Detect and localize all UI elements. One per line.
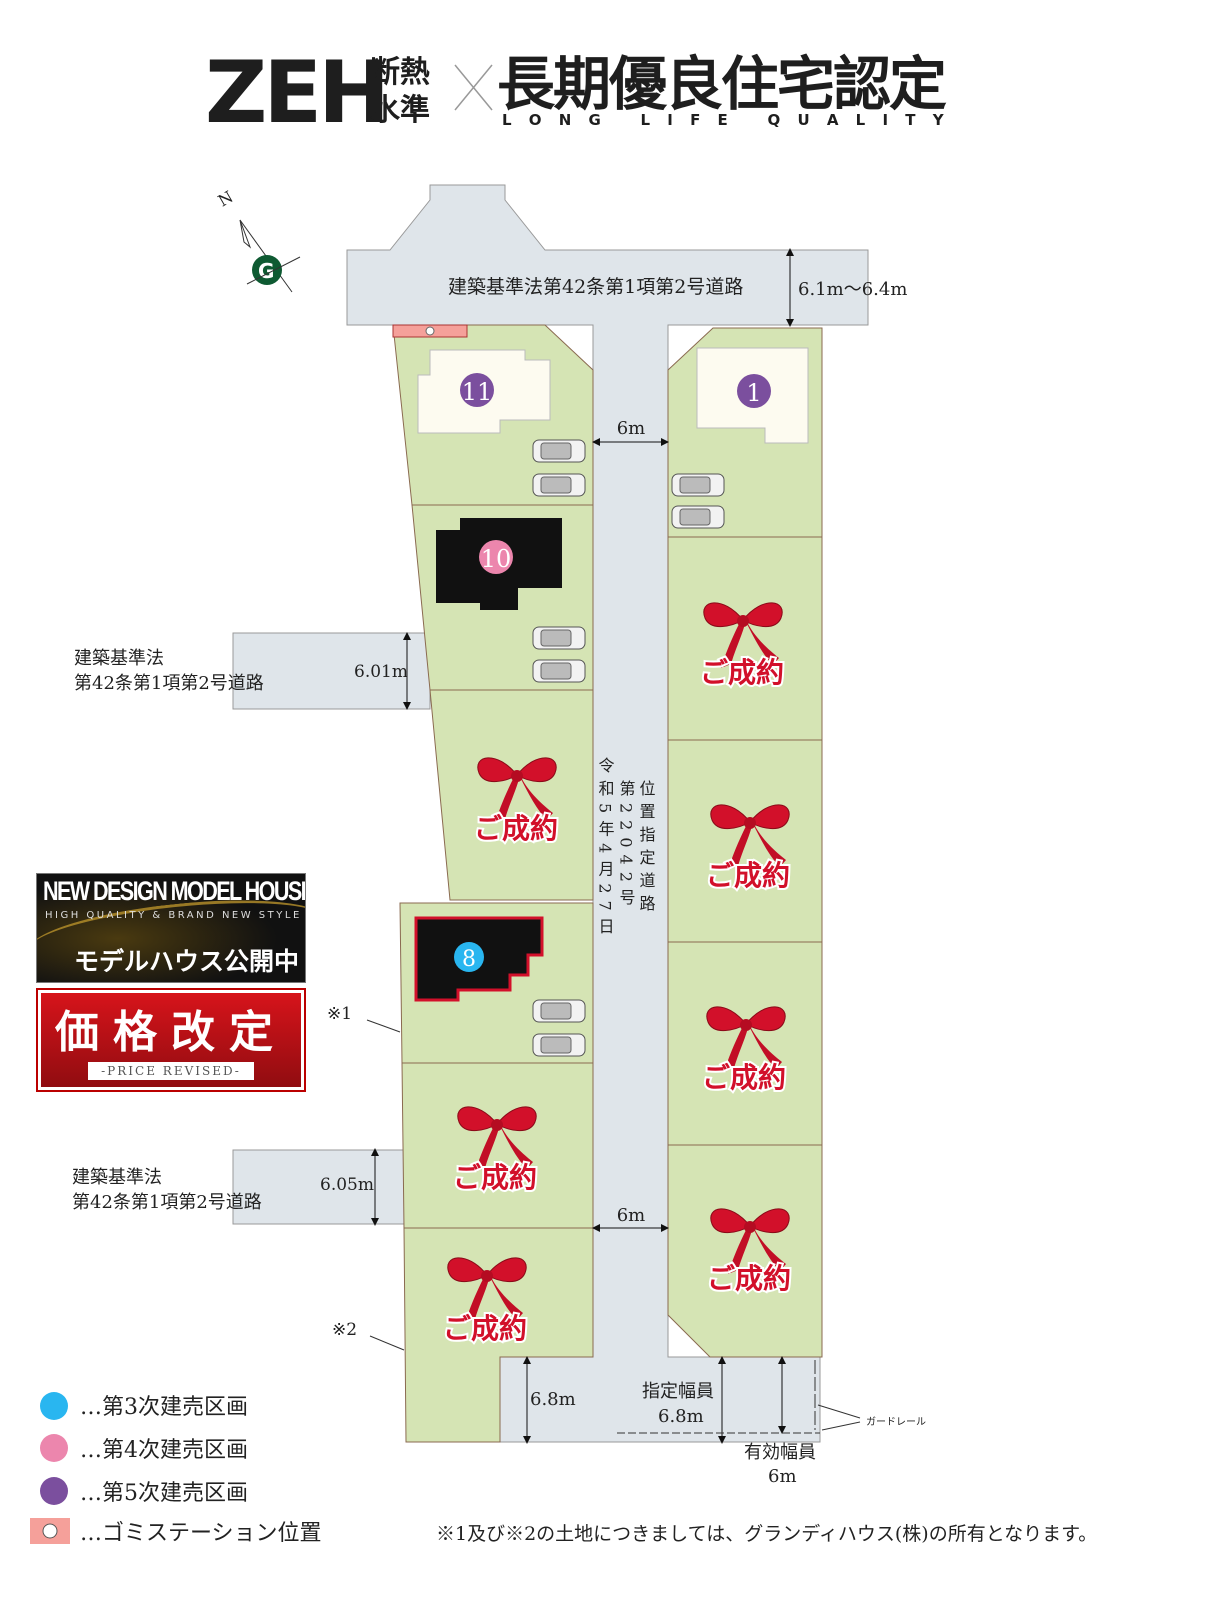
- svg-text:第42条第1項第2号道路: 第42条第1項第2号道路: [74, 673, 264, 694]
- svg-text:第22042号: 第22042号: [617, 780, 636, 912]
- price-title: 価格改定: [55, 1007, 287, 1058]
- banner-title: NEW DESIGN MODEL HOUSE: [43, 876, 306, 906]
- sold-marker: ご成約: [700, 1006, 788, 1096]
- banner-jp: モデルハウス公開中: [73, 947, 299, 976]
- svg-text:6m: 6m: [617, 1205, 646, 1226]
- svg-text:ガードレール: ガードレール: [866, 1416, 926, 1428]
- lot-badge-11[interactable]: 11: [460, 373, 494, 407]
- zeh-logo: ZEH: [205, 43, 386, 143]
- svg-text:ご成約: ご成約: [702, 1061, 786, 1094]
- footer-note: ※1及び※2の土地につきましては、グランディハウス(株)の所有となります。: [436, 1523, 1097, 1545]
- note-mark-1: ※1: [327, 1004, 352, 1024]
- zeh-sub-1: 断熱: [370, 55, 430, 90]
- sold-marker: ご成約: [704, 804, 792, 894]
- compass-icon: N G: [215, 187, 301, 293]
- sold-marker: ご成約: [705, 1208, 793, 1297]
- sold-marker: ご成約: [472, 757, 560, 847]
- svg-text:ご成約: ご成約: [443, 1312, 527, 1345]
- svg-text:建築基準法: 建築基準法: [72, 1167, 162, 1188]
- svg-text:有効幅員: 有効幅員: [744, 1442, 816, 1463]
- sold-marker: ご成約: [441, 1257, 529, 1347]
- top-road-label: 建築基準法第42条第1項第2号道路: [448, 276, 743, 298]
- lot-sold-right-3: [667, 941, 823, 1146]
- svg-text:…第5次建売区画: …第5次建売区画: [80, 1481, 248, 1506]
- svg-text:令和5年4月27日: 令和5年4月27日: [596, 757, 615, 941]
- svg-text:G: G: [258, 259, 274, 283]
- roads: [232, 184, 869, 1443]
- model-house-banner[interactable]: NEW DESIGN MODEL HOUSE HIGH QUALITY & BR…: [36, 873, 306, 983]
- garbage-station-icon: [425, 326, 435, 336]
- svg-text:6m: 6m: [768, 1466, 797, 1487]
- svg-text:ご成約: ご成約: [707, 1262, 791, 1295]
- designation-text: 位置指定道路 第22042号 令和5年4月27日: [596, 757, 656, 941]
- lot-badge-1[interactable]: 1: [737, 374, 771, 408]
- lot-badge-8[interactable]: 8: [454, 942, 484, 972]
- road-annotations: 建築基準法第42条第1項第2号道路 6.1m〜6.4m 6m 6m 建築基準法 …: [72, 248, 926, 1487]
- lot-sold-right-1: [667, 536, 823, 741]
- price-revised-badge: 価格改定 -PRICE REVISED-: [36, 988, 306, 1092]
- header: ZEH 断熱 水準 長期優良住宅認定 L O N G L I F E Q U A…: [205, 43, 950, 143]
- svg-text:指定幅員: 指定幅員: [642, 1381, 714, 1402]
- svg-text:位置指定道路: 位置指定道路: [637, 780, 656, 918]
- svg-text:…ゴミステーション位置: …ゴミステーション位置: [80, 1521, 322, 1546]
- svg-text:ご成約: ご成約: [453, 1161, 537, 1194]
- svg-text:ご成約: ご成約: [700, 656, 784, 689]
- svg-text:6.01m: 6.01m: [354, 662, 408, 682]
- page-subtitle: L O N G L I F E Q U A L I T Y: [502, 111, 950, 129]
- svg-text:11: 11: [462, 378, 493, 406]
- svg-text:10: 10: [481, 545, 512, 573]
- main-road: [346, 184, 869, 1443]
- lot-sold-left-2: [401, 1062, 594, 1229]
- sold-marker: ご成約: [698, 602, 786, 691]
- lot-sold-right-4: [667, 1144, 823, 1358]
- note-mark-2: ※2: [332, 1320, 357, 1340]
- side-road-1: [232, 632, 431, 710]
- svg-text:6m: 6m: [617, 418, 646, 439]
- price-subtitle: -PRICE REVISED-: [88, 1062, 254, 1080]
- svg-text:6.8m: 6.8m: [658, 1406, 704, 1427]
- svg-text:1: 1: [746, 379, 761, 407]
- svg-text:…第4次建売区画: …第4次建売区画: [80, 1438, 248, 1463]
- svg-text:N: N: [215, 187, 237, 210]
- zeh-sub-2: 水準: [370, 93, 430, 128]
- svg-text:建築基準法: 建築基準法: [74, 648, 164, 669]
- svg-text:8: 8: [462, 947, 476, 972]
- lot-badge-10[interactable]: 10: [479, 540, 513, 574]
- svg-text:6.8m: 6.8m: [530, 1389, 576, 1410]
- banner-subtitle: HIGH QUALITY & BRAND NEW STYLE: [45, 910, 302, 921]
- page-title: 長期優良住宅認定: [497, 50, 947, 118]
- svg-text:6.05m: 6.05m: [320, 1175, 374, 1195]
- svg-text:第42条第1項第2号道路: 第42条第1項第2号道路: [72, 1192, 262, 1213]
- legend: …第3次建売区画 …第4次建売区画 …第5次建売区画 …ゴミステーション位置: [30, 1392, 322, 1546]
- svg-text:ご成約: ご成約: [706, 859, 790, 892]
- sold-marker: ご成約: [451, 1106, 539, 1196]
- svg-text:…第3次建売区画: …第3次建売区画: [80, 1395, 248, 1420]
- svg-text:ご成約: ご成約: [474, 812, 558, 845]
- top-road-width: 6.1m〜6.4m: [798, 279, 907, 300]
